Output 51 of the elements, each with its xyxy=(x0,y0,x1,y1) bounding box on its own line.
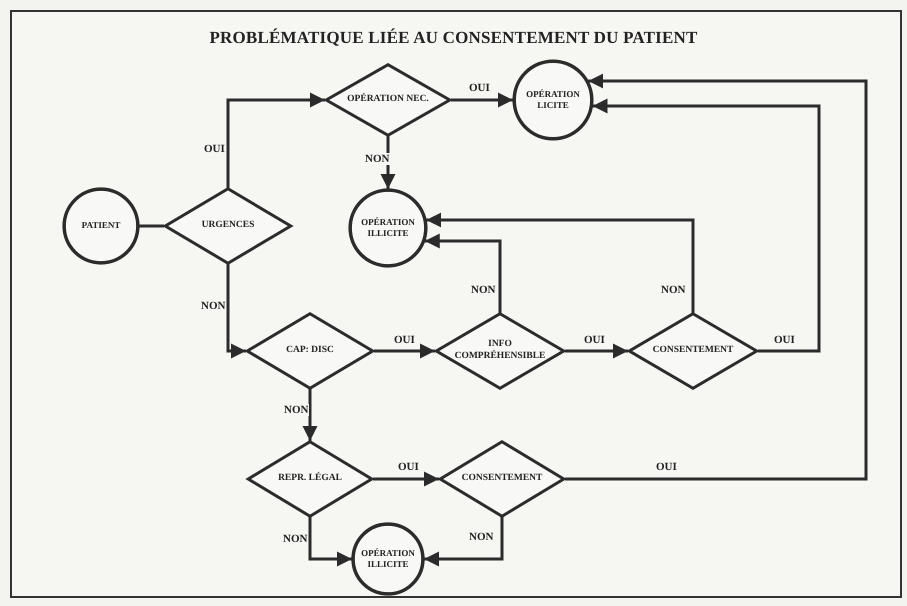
node-label: OPÉRATION LICITE xyxy=(525,88,581,112)
arrow xyxy=(373,472,439,486)
terminal-circle xyxy=(513,60,593,140)
node-label: CONSENTEMENT xyxy=(462,473,542,485)
connector-line xyxy=(139,224,164,228)
decision-diamond xyxy=(435,313,565,389)
edge-label: NON xyxy=(282,533,308,546)
edge-label: OUI xyxy=(583,334,606,346)
edge-label: OUI xyxy=(203,143,226,156)
arrow xyxy=(226,92,325,188)
diagram-title: PROBLÉMATIQUE LIÉE AU CONSENTEMENT DU PATIENT xyxy=(208,28,699,48)
arrow xyxy=(374,344,435,358)
decision-diamond xyxy=(247,441,373,517)
terminal-circle xyxy=(352,523,424,595)
decision-diamond xyxy=(246,313,374,389)
arrow xyxy=(424,517,504,566)
arrow xyxy=(451,92,513,108)
edge-label: NON xyxy=(470,284,496,296)
edge-label: OUI xyxy=(393,334,416,346)
decision-diamond xyxy=(164,188,292,264)
node-label: CONSENTEMENT xyxy=(652,345,734,357)
decision-diamond xyxy=(325,64,451,136)
arrow xyxy=(308,517,352,566)
edge-label: OUI xyxy=(468,82,491,94)
edge-label: NON xyxy=(200,300,226,312)
edge-label: NON xyxy=(660,284,686,296)
arrow xyxy=(565,74,868,480)
edge-label: NON xyxy=(468,531,494,544)
arrow xyxy=(565,344,628,358)
node-label: OPÉRATION NEC. xyxy=(347,94,429,106)
terminal-circle xyxy=(63,188,139,264)
node-label: INFO COMPRÉHENSIBLE xyxy=(454,339,546,363)
edge-label: NON xyxy=(364,153,390,166)
node-label: URGENCES xyxy=(202,220,254,232)
decision-diamond xyxy=(439,441,565,517)
arrow xyxy=(592,98,820,352)
node-label: OPÉRATION ILLICITE xyxy=(360,216,416,240)
edge-label: OUI xyxy=(397,461,420,474)
node-label: REPR. LÉGAL xyxy=(278,473,342,485)
edge-label: OUI xyxy=(655,461,678,474)
arrow xyxy=(424,234,502,313)
node-label: CAP: DISC xyxy=(286,345,334,357)
node-label: PATIENT xyxy=(82,220,120,232)
decision-diamond xyxy=(628,313,758,389)
edge-label: OUI xyxy=(773,334,796,346)
arrow xyxy=(302,389,318,441)
arrow xyxy=(226,264,246,358)
edge-label: NON xyxy=(283,404,310,416)
arrow xyxy=(426,212,694,313)
terminal-circle xyxy=(349,189,427,267)
node-label: OPÉRATION ILLICITE xyxy=(360,548,416,570)
